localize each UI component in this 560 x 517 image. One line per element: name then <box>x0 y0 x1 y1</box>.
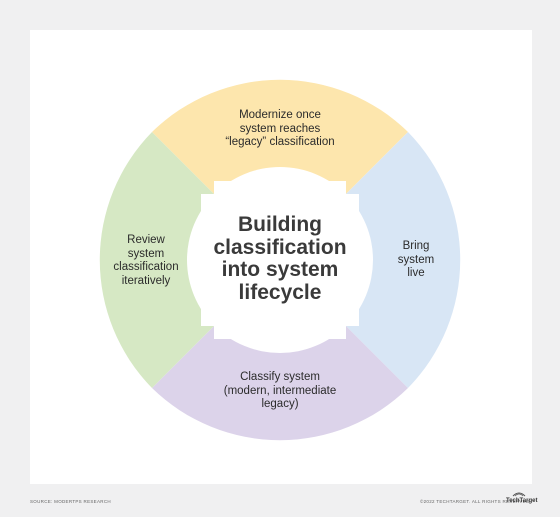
copyright-notice: ©2022 TECHTARGET. ALL RIGHTS RESERVED <box>420 499 530 504</box>
segment-bring-live <box>346 132 461 388</box>
segment-label-review: Review system classification iteratively <box>113 234 179 287</box>
brand-name: TechTarget <box>506 498 538 504</box>
brand-mark-icon <box>512 492 526 497</box>
center-title: Building classification into system life… <box>213 213 347 304</box>
segment-classify <box>152 326 408 441</box>
brand-logo: TechTarget <box>506 491 538 504</box>
segment-modernize <box>152 79 408 194</box>
center-circle <box>187 167 373 353</box>
source-credit: SOURCE: MODERTPS RESEARCH <box>30 499 111 504</box>
segment-review <box>99 132 214 388</box>
segment-label-bring-live: Bring system live <box>397 240 435 279</box>
segment-label-classify: Classify system (modern, intermediate le… <box>223 371 337 410</box>
segment-label-modernize: Modernize once system reaches “legacy” c… <box>225 109 335 148</box>
